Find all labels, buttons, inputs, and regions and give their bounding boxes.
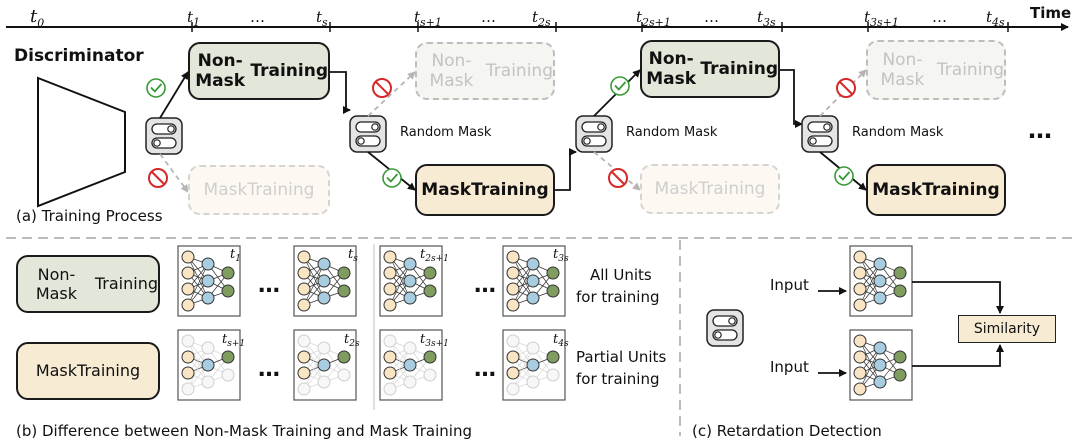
check-icon bbox=[382, 168, 402, 188]
connector-arrow bbox=[330, 71, 351, 114]
section-b-label: (b) Difference between Non-Mask Training… bbox=[16, 422, 472, 440]
all-units-note-line1: All Units bbox=[590, 266, 652, 284]
network-panel bbox=[379, 329, 443, 401]
connector-arrow bbox=[912, 281, 1004, 314]
continuation-ellipsis: … bbox=[1028, 116, 1052, 144]
partial-units-note-line2: for training bbox=[576, 370, 660, 388]
panel-time-label: t1 bbox=[230, 247, 241, 264]
tick-t0: t0 bbox=[30, 6, 45, 30]
tick-ellipsis: … bbox=[932, 8, 947, 26]
panel-time-label: t3s bbox=[553, 247, 569, 264]
tick-ts1: ts+1 bbox=[414, 8, 442, 29]
switch-icon bbox=[801, 115, 839, 153]
panel-time-label: t2s+1 bbox=[420, 247, 449, 264]
input-label-top: Input bbox=[770, 276, 809, 294]
check-icon bbox=[834, 166, 854, 186]
connector-arrow bbox=[159, 71, 189, 119]
check-icon bbox=[386, 173, 398, 183]
forbid-icon bbox=[375, 81, 389, 95]
tick-t2s: t2s bbox=[532, 8, 551, 29]
tick-t1: t1 bbox=[187, 8, 201, 29]
random-mask-label: Random Mask bbox=[852, 125, 944, 140]
connector-arrow bbox=[367, 71, 416, 117]
panel-time-label: t2s bbox=[344, 332, 360, 349]
panel-time-label: ts+1 bbox=[222, 332, 245, 349]
forbid-icon bbox=[839, 81, 853, 95]
time-axis-label: Time bbox=[1030, 4, 1072, 22]
connector-arrow bbox=[780, 69, 803, 128]
panel-ellipsis: … bbox=[258, 357, 280, 382]
section-c-label: (c) Retardation Detection bbox=[692, 422, 882, 440]
switch-icon bbox=[575, 115, 613, 153]
switch-icon bbox=[145, 117, 183, 155]
tick-t3s1: t3s+1 bbox=[864, 8, 899, 29]
network-panel bbox=[177, 245, 241, 317]
tick-ellipsis: … bbox=[481, 8, 496, 26]
tick-ts: ts bbox=[316, 8, 328, 29]
network-panel bbox=[379, 245, 443, 317]
network-panel bbox=[849, 329, 913, 401]
tick-ellipsis: … bbox=[704, 8, 719, 26]
network-panel bbox=[502, 329, 566, 401]
check-icon bbox=[610, 76, 630, 96]
discriminator-shape bbox=[37, 76, 126, 208]
input-label-bottom: Input bbox=[770, 358, 809, 376]
all-units-note-line2: for training bbox=[576, 288, 660, 306]
check-icon bbox=[146, 78, 166, 98]
tick-t4s: t4s bbox=[986, 8, 1005, 29]
tick-ellipsis: … bbox=[250, 8, 265, 26]
forbid-icon bbox=[611, 171, 625, 185]
network-panel bbox=[177, 329, 241, 401]
random-mask-label: Random Mask bbox=[400, 125, 492, 140]
section-a-label: (a) Training Process bbox=[16, 207, 163, 225]
network-panel bbox=[293, 245, 357, 317]
check-icon bbox=[614, 81, 626, 91]
panel-time-label: t4s bbox=[553, 332, 569, 349]
network-panel bbox=[502, 245, 566, 317]
network-panel bbox=[849, 245, 913, 317]
network-panel bbox=[293, 329, 357, 401]
check-icon bbox=[838, 171, 850, 181]
connector-arrow bbox=[159, 153, 189, 193]
similarity-label: Similarity bbox=[973, 321, 1041, 337]
tick-t3s: t3s bbox=[757, 8, 776, 29]
partial-units-note-line1: Partial Units bbox=[576, 348, 667, 366]
tick-t2s1: t2s+1 bbox=[636, 8, 671, 29]
check-icon bbox=[150, 83, 162, 93]
panel-time-label: t3s+1 bbox=[420, 332, 449, 349]
connector-arrow bbox=[819, 69, 867, 117]
panel-ellipsis: … bbox=[474, 357, 496, 382]
panel-ellipsis: … bbox=[258, 273, 280, 298]
panel-time-label: ts bbox=[348, 247, 358, 264]
connector-arrow bbox=[555, 148, 577, 191]
similarity-box: Similarity bbox=[958, 315, 1056, 343]
switch-icon bbox=[706, 309, 744, 347]
random-mask-label: Random Mask bbox=[626, 125, 718, 140]
connector-arrow bbox=[912, 344, 1004, 367]
panel-ellipsis: … bbox=[474, 273, 496, 298]
switch-icon bbox=[349, 115, 387, 153]
discriminator-label: Discriminator bbox=[14, 46, 144, 66]
forbid-icon bbox=[151, 171, 165, 185]
